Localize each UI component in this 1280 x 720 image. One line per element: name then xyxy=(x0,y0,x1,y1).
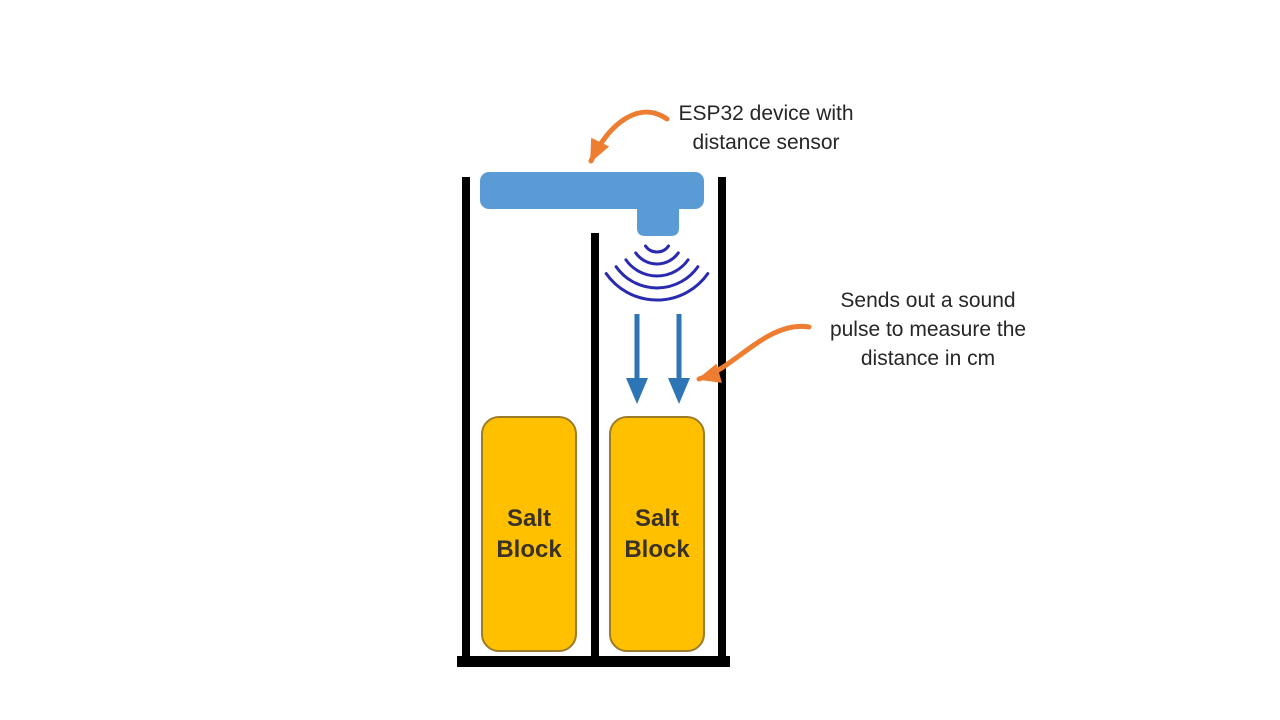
distance-sensor xyxy=(637,205,679,236)
container-left-wall xyxy=(462,177,470,667)
container-divider-wall xyxy=(591,233,599,667)
container-right-wall xyxy=(718,177,726,667)
esp32-device-shape xyxy=(480,172,704,236)
pulse-annotation-arrow-icon xyxy=(696,323,812,383)
esp32-board xyxy=(480,172,704,209)
pulse-annotation-text: Sends out a sound pulse to measure the d… xyxy=(829,289,1027,370)
salt-block-left: Salt Block xyxy=(481,416,577,652)
salt-block-right-label: Salt Block xyxy=(624,505,690,563)
sound-pulse-down-arrow-left-icon xyxy=(626,314,648,404)
salt-block-right: Salt Block xyxy=(609,416,705,652)
salt-block-left-label: Salt Block xyxy=(496,505,562,563)
container-bottom xyxy=(457,656,730,667)
esp32-annotation-arrow-icon xyxy=(588,109,670,164)
esp32-annotation-text: ESP32 device with distance sensor xyxy=(678,102,854,154)
sound-wave-arcs-icon xyxy=(604,244,710,302)
sound-pulse-down-arrow-right-icon xyxy=(668,314,690,404)
